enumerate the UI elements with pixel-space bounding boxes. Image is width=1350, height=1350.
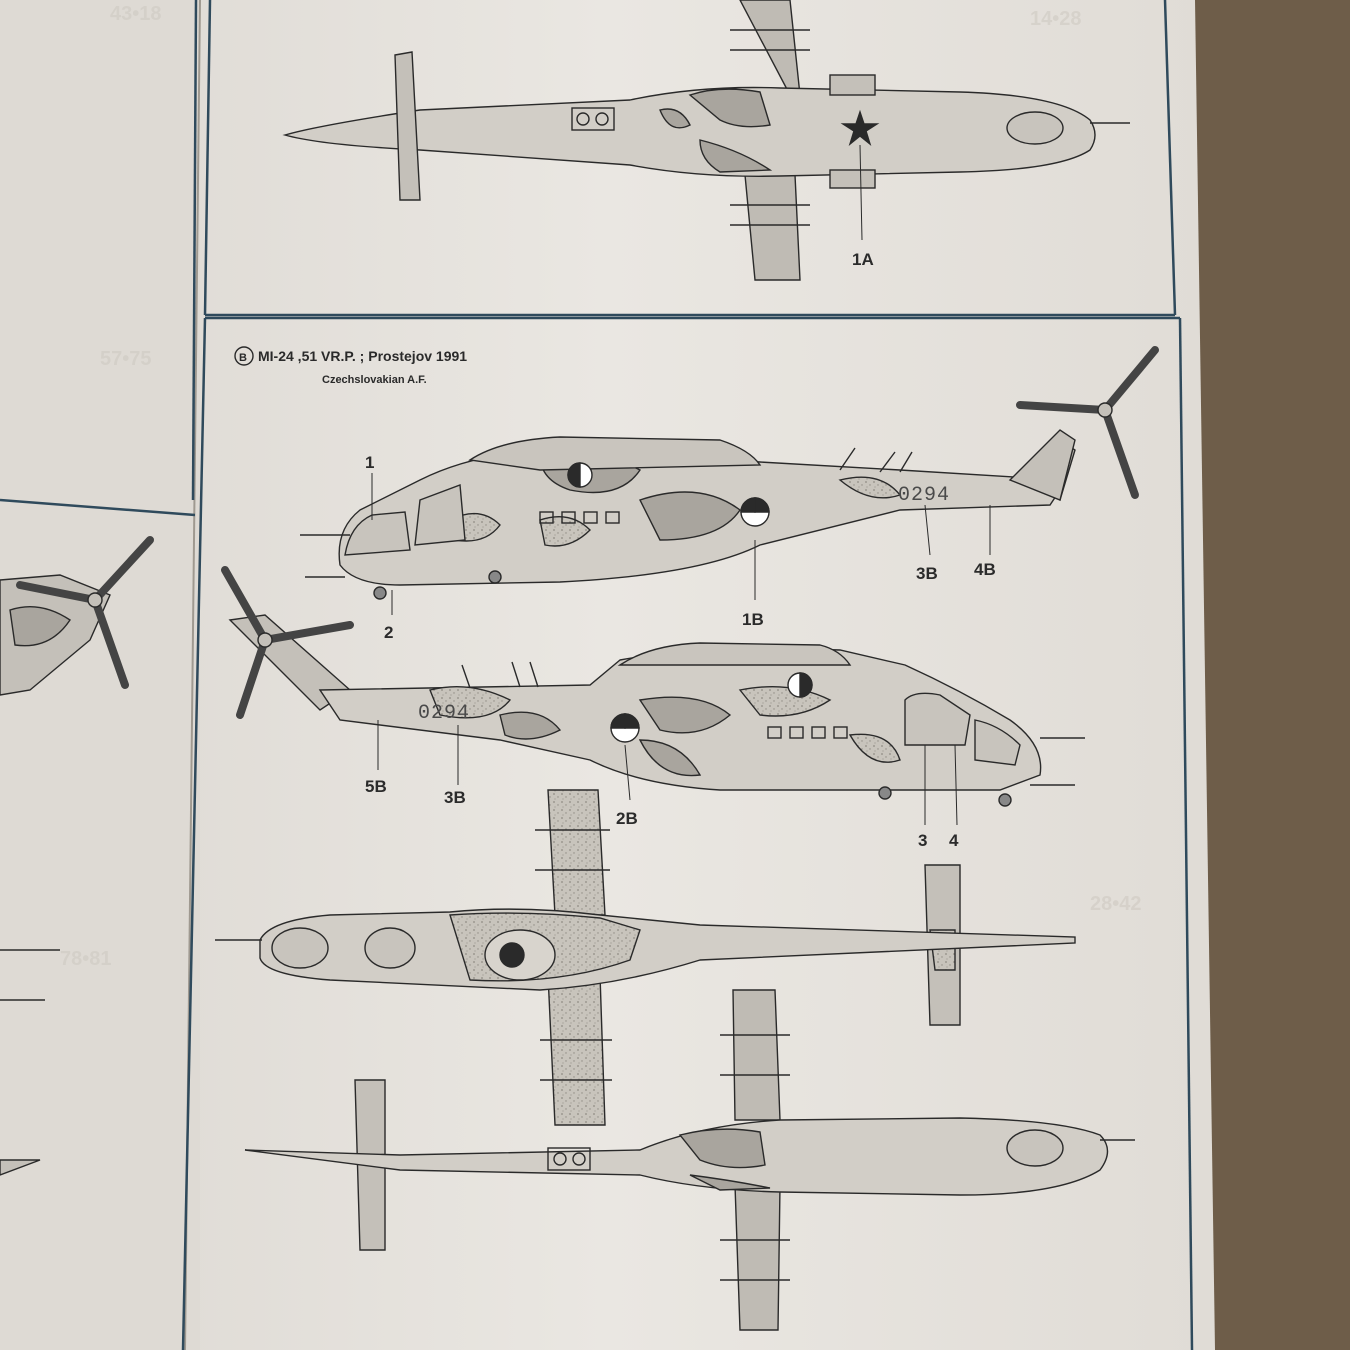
callout-1: 1 (365, 453, 374, 472)
ghost-label: 43•18 (110, 3, 162, 25)
section-subtitle: Czechslovakian A.F. (322, 374, 427, 386)
section-badge-circle (234, 346, 254, 366)
callout-3B-2: 3B (444, 788, 466, 807)
callout-4B: 4B (974, 560, 996, 579)
ghost-labels: 14•28 43•18 57•75 28•42 78•81 (60, 3, 1142, 970)
callout-2: 2 (384, 623, 393, 642)
ghost-label: 14•28 (1030, 8, 1082, 30)
callout-1B: 1B (742, 610, 764, 629)
top-view-helicopter-1 (282, 0, 1130, 281)
section-title: MI-24 ,51 VR.P. ; Prostejov 1991 (258, 348, 467, 364)
callout-5B: 5B (365, 777, 387, 796)
callout-3B: 3B (916, 564, 938, 583)
bottom-view-helicopter (244, 989, 1135, 1331)
ghost-label: 78•81 (60, 948, 112, 970)
left-sheet-partial-helicopter (0, 536, 154, 1176)
serial-number-2: 0294 (418, 702, 470, 725)
top-view-helicopter-2 (215, 789, 1076, 1126)
section-header: B MI-24 ,51 VR.P. ; Prostejov 1991 Czech… (234, 346, 467, 386)
section-badge: B (239, 352, 247, 364)
panel-frames (0, 0, 1194, 1350)
callout-4: 4 (949, 831, 959, 850)
ghost-label: 57•75 (100, 348, 152, 370)
ghost-label: 28•42 (1090, 893, 1142, 915)
callout-3: 3 (918, 831, 927, 850)
callout-1A: 1A (852, 250, 874, 269)
serial-number-1: 0294 (898, 484, 950, 507)
side-view-helicopter-2 (221, 566, 1085, 826)
side-view-1-callouts: 1 2 1B 3B 4B (365, 453, 996, 642)
side-view-2-callouts: 5B 3B 2B 3 4 (365, 777, 959, 850)
callout-2B: 2B (616, 809, 638, 828)
side-view-helicopter-1 (300, 346, 1159, 615)
